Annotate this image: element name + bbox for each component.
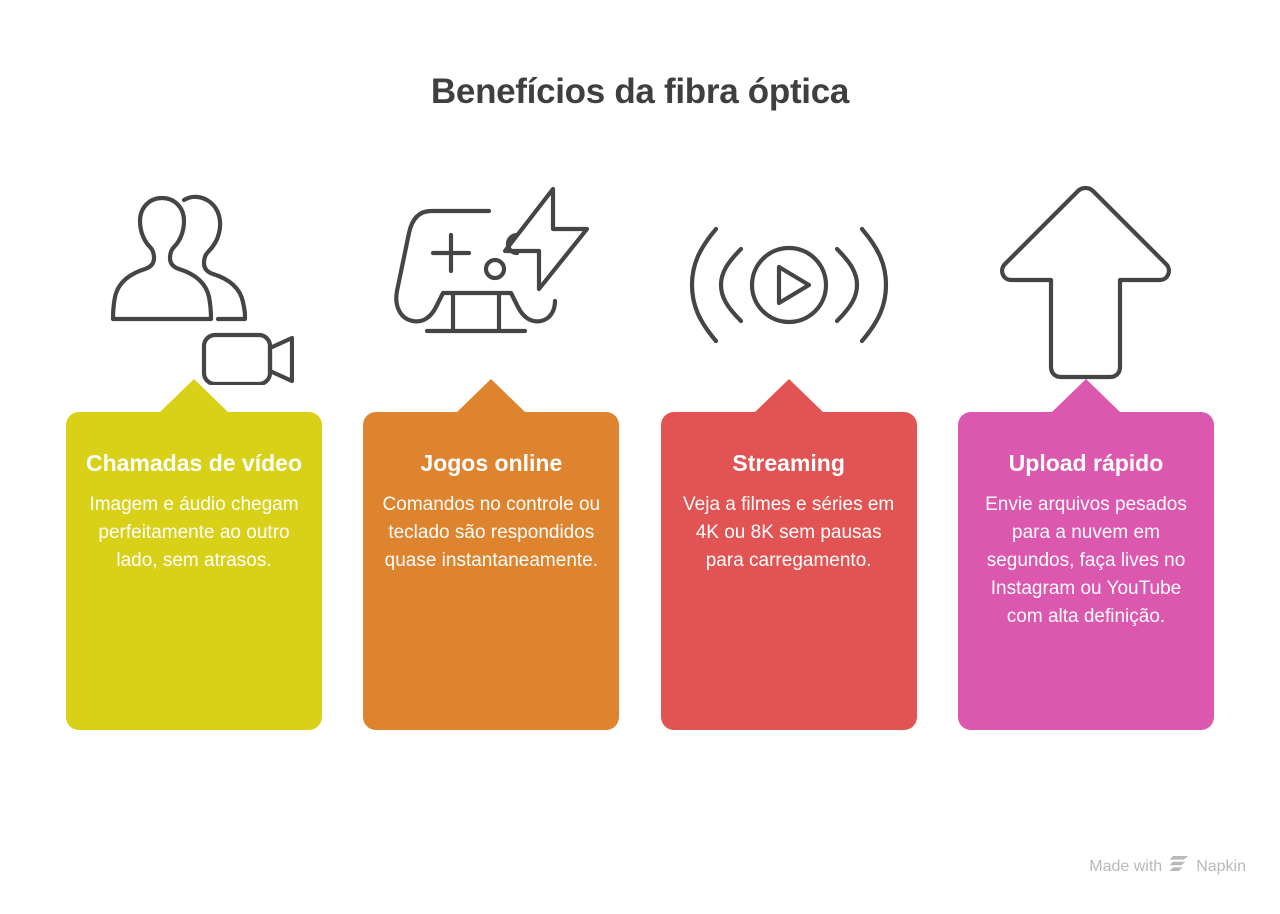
benefit-column-video-calls: Chamadas de vídeo Imagem e áudio chegam … [60, 170, 328, 780]
card-description: Veja a filmes e séries em 4K ou 8K sem p… [683, 494, 895, 571]
benefit-card-streaming[interactable]: Streaming Veja a filmes e séries em 4K o… [660, 412, 917, 730]
card-notch [160, 379, 228, 412]
card-notch [457, 379, 526, 412]
card-wrap-streaming: Streaming Veja a filmes e séries em 4K o… [660, 379, 917, 730]
benefit-column-streaming: Streaming Veja a filmes e séries em 4K o… [655, 170, 923, 780]
watermark-brand-label: Napkin [1196, 857, 1246, 875]
play-broadcast-icon [655, 170, 923, 400]
card-notch [754, 379, 823, 412]
card-title: Streaming [732, 450, 845, 476]
benefit-card-online-gaming[interactable]: Jogos online Comandos no controle ou tec… [363, 412, 620, 730]
card-title: Jogos online [420, 450, 563, 476]
arrow-up-icon [952, 170, 1220, 400]
card-title: Upload rápido [1008, 450, 1164, 476]
benefit-card-fast-upload[interactable]: Upload rápido Envie arquivos pesados par… [957, 412, 1214, 730]
benefit-column-fast-upload: Upload rápido Envie arquivos pesados par… [952, 170, 1220, 780]
card-title: Chamadas de vídeo [85, 450, 303, 476]
gamepad-lightning-icon [357, 170, 625, 400]
napkin-watermark[interactable]: Made with Napkin [1089, 855, 1246, 878]
benefit-card-video-calls[interactable]: Chamadas de vídeo Imagem e áudio chegam … [66, 412, 322, 730]
napkin-logo-icon [1169, 855, 1189, 878]
card-notch [1051, 379, 1120, 412]
card-description: Imagem e áudio chegam perfeitamente ao o… [89, 494, 299, 571]
page-title: Benefícios da fibra óptica [430, 72, 850, 111]
card-wrap-fast-upload: Upload rápido Envie arquivos pesados par… [957, 379, 1214, 730]
benefits-columns: Chamadas de vídeo Imagem e áudio chegam … [60, 170, 1220, 780]
card-description: Comandos no controle ou teclado são resp… [382, 494, 601, 571]
card-wrap-online-gaming: Jogos online Comandos no controle ou tec… [363, 379, 620, 730]
people-video-call-icon [60, 170, 328, 400]
watermark-made-with-label: Made with [1089, 857, 1163, 875]
card-wrap-video-calls: Chamadas de vídeo Imagem e áudio chegam … [66, 379, 322, 730]
benefit-column-online-gaming: Jogos online Comandos no controle ou tec… [357, 170, 625, 780]
card-description: Envie arquivos pesados para a nuvem em s… [985, 494, 1187, 627]
